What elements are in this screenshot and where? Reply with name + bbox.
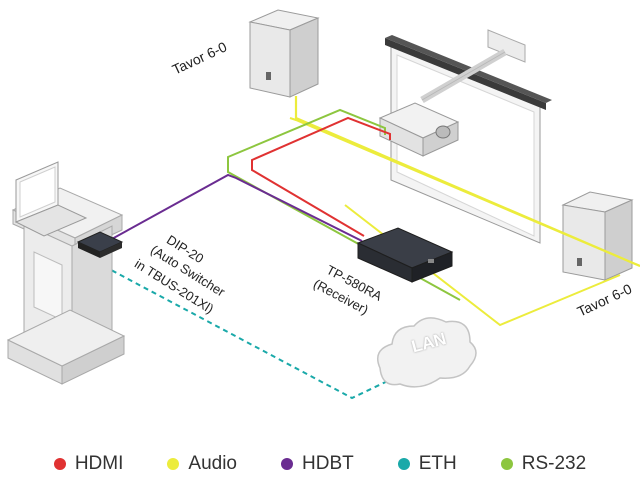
legend-item-rs232: RS-232 [500, 453, 587, 475]
ceiling-mount [420, 29, 526, 104]
eth-dot-icon [397, 458, 410, 470]
legend-label: ETH [418, 453, 457, 474]
dip-20-switcher [76, 231, 124, 258]
rs232-dot-icon [500, 458, 513, 470]
speaker-right [561, 191, 634, 281]
legend-item-audio: Audio [167, 453, 237, 475]
legend-label: HDBT [302, 453, 354, 474]
legend-item-eth: ETH [397, 453, 457, 475]
audio-dot-icon [167, 458, 180, 470]
legend: HDMI Audio HDBT ETH RS-232 [0, 449, 640, 479]
hdmi-cable [251, 116, 391, 237]
hdmi-dot-icon [53, 458, 66, 470]
legend-label: HDMI [74, 453, 124, 474]
lan-cloud [377, 317, 477, 388]
cables [65, 96, 640, 400]
projector [378, 102, 460, 157]
hdbt-cable [109, 173, 363, 242]
legend-label: RS-232 [521, 453, 587, 474]
tp-580ra-receiver [356, 227, 454, 283]
legend-label: Audio [188, 453, 237, 474]
legend-item-hdbt: HDBT [281, 453, 354, 475]
eth-cable [95, 261, 395, 400]
legend-item-hdmi: HDMI [53, 453, 124, 475]
speaker-top [248, 9, 320, 98]
lectern [6, 161, 126, 385]
hdbt-dot-icon [281, 458, 293, 470]
